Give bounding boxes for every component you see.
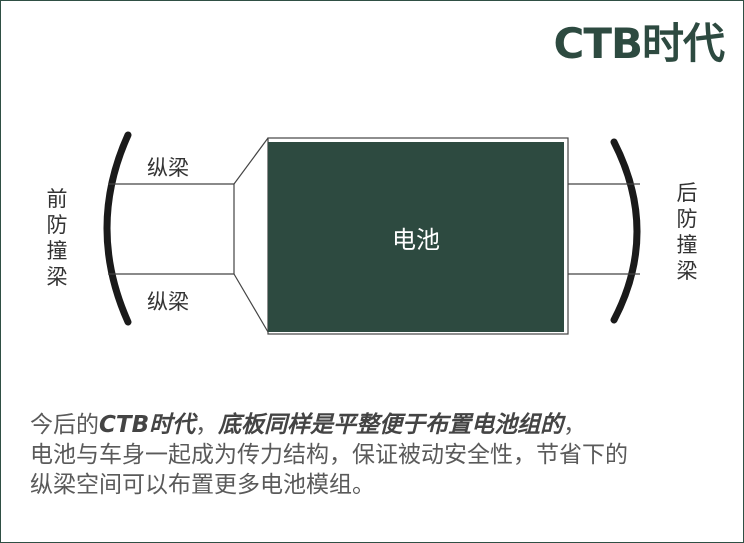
front-frame-diagonal-bottom (233, 273, 269, 333)
description-line-1: 今后的CTB时代，底板同样是平整便于布置电池组的， (30, 410, 730, 440)
rear-bumper-label: 后防撞梁 (676, 181, 698, 283)
front-bumper-label: 前防撞梁 (46, 187, 68, 289)
front-bumper-shape (103, 131, 132, 326)
description-emphasis-ctb: CTB时代 (99, 412, 196, 438)
description-line-2: 电池与车身一起成为传力结构，保证被动安全性，节省下的 (30, 442, 628, 468)
battery-label: 电池 (392, 225, 440, 254)
description-line-3: 纵梁空间可以布置更多电池模组。 (30, 472, 375, 498)
description-separator-2: ， (563, 412, 587, 438)
battery-block (268, 142, 564, 332)
description-prefix: 今后的 (30, 412, 99, 438)
description-emphasis-floor: 底板同样是平整便于布置电池组的 (218, 412, 564, 438)
lower-rail-label: 纵梁 (147, 290, 189, 314)
rear-bumper-shape (610, 138, 641, 324)
upper-rail-label: 纵梁 (147, 156, 189, 180)
description-separator-1: ， (195, 412, 219, 438)
front-frame-diagonal-top (233, 137, 269, 185)
description-text: 今后的CTB时代，底板同样是平整便于布置电池组的， 电池与车身一起成为传力结构，… (30, 410, 730, 500)
page-title: CTB时代 (553, 19, 725, 68)
